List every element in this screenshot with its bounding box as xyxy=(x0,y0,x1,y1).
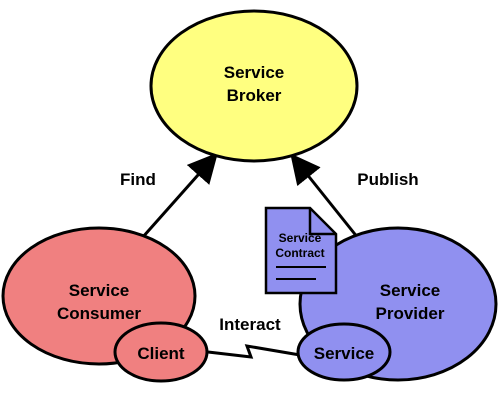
service-provider-label-line2: Provider xyxy=(376,304,445,323)
client-label: Client xyxy=(137,344,185,363)
service-consumer-label-line2: Consumer xyxy=(57,304,141,323)
service-provider-label-line1: Service xyxy=(380,281,441,300)
find-arrow xyxy=(140,152,218,239)
interact-label: Interact xyxy=(219,315,281,334)
service-contract-label-line1: Service xyxy=(279,231,322,245)
service-node xyxy=(296,322,392,382)
interact-connector xyxy=(207,344,301,359)
service-consumer-label-line1: Service xyxy=(69,281,130,300)
service-contract-icon xyxy=(264,206,338,295)
publish-arrow xyxy=(290,153,360,239)
service-contract-label-line2: Contract xyxy=(275,246,324,260)
service-broker-label-line2: Broker xyxy=(227,86,282,105)
client-node xyxy=(113,321,209,383)
find-label: Find xyxy=(120,170,156,189)
service-label: Service xyxy=(314,344,375,363)
publish-label: Publish xyxy=(357,170,418,189)
service-broker-label-line1: Service xyxy=(224,63,285,82)
service-broker-node xyxy=(149,9,359,163)
